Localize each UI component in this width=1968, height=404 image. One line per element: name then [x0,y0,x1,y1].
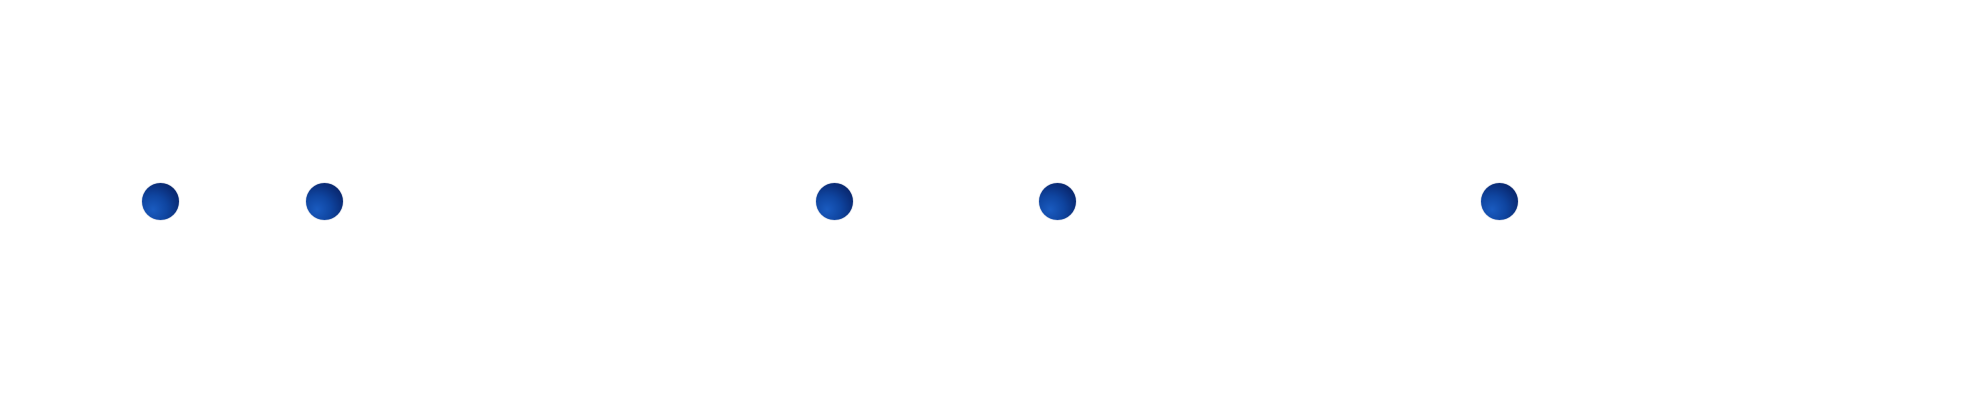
dot-circle-icon [816,183,853,220]
dot-circle-icon [1481,183,1518,220]
dot-circle-icon [1039,183,1076,220]
dot-circle-icon [142,183,179,220]
dot-circle-icon [306,183,343,220]
